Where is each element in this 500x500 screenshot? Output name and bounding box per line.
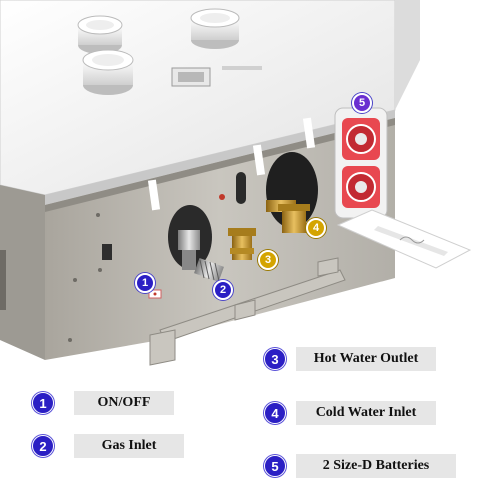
legend-item-cold-water-inlet: 4 Cold Water Inlet bbox=[264, 401, 436, 425]
callout-2: 2 bbox=[213, 280, 233, 300]
legend-badge: 5 bbox=[264, 455, 286, 477]
legend-label: ON/OFF bbox=[74, 391, 174, 415]
legend-label: Cold Water Inlet bbox=[296, 401, 436, 425]
housing-body bbox=[0, 117, 395, 360]
housing-top-panel bbox=[0, 0, 420, 205]
hot-water-outlet-fitting bbox=[228, 228, 256, 260]
battery-cover bbox=[336, 209, 472, 269]
mounting-bracket bbox=[149, 257, 346, 366]
callout-5: 5 bbox=[352, 93, 372, 113]
callout-1: 1 bbox=[135, 273, 155, 293]
battery-compartment bbox=[334, 107, 388, 219]
callout-4: 4 bbox=[306, 218, 326, 238]
legend-item-on-off: 1 ON/OFF bbox=[32, 391, 174, 415]
legend-badge: 1 bbox=[32, 392, 54, 414]
legend-badge: 2 bbox=[32, 435, 54, 457]
legend-badge: 4 bbox=[264, 402, 286, 424]
cold-water-inlet-fitting bbox=[266, 200, 310, 233]
legend-label: Gas Inlet bbox=[74, 434, 184, 458]
temperature-knob-right bbox=[190, 8, 240, 49]
flow-knob bbox=[82, 49, 134, 95]
gas-inlet-fitting bbox=[178, 230, 224, 282]
display-window bbox=[171, 67, 211, 87]
legend-badge: 3 bbox=[264, 348, 286, 370]
legend-label: 2 Size-D Batteries bbox=[296, 454, 456, 478]
temperature-knob-left bbox=[77, 15, 123, 54]
callout-3: 3 bbox=[258, 250, 278, 270]
legend-item-batteries: 5 2 Size-D Batteries bbox=[264, 454, 456, 478]
legend-label: Hot Water Outlet bbox=[296, 347, 436, 371]
legend-item-gas-inlet: 2 Gas Inlet bbox=[32, 434, 184, 458]
legend-item-hot-water-outlet: 3 Hot Water Outlet bbox=[264, 347, 436, 371]
